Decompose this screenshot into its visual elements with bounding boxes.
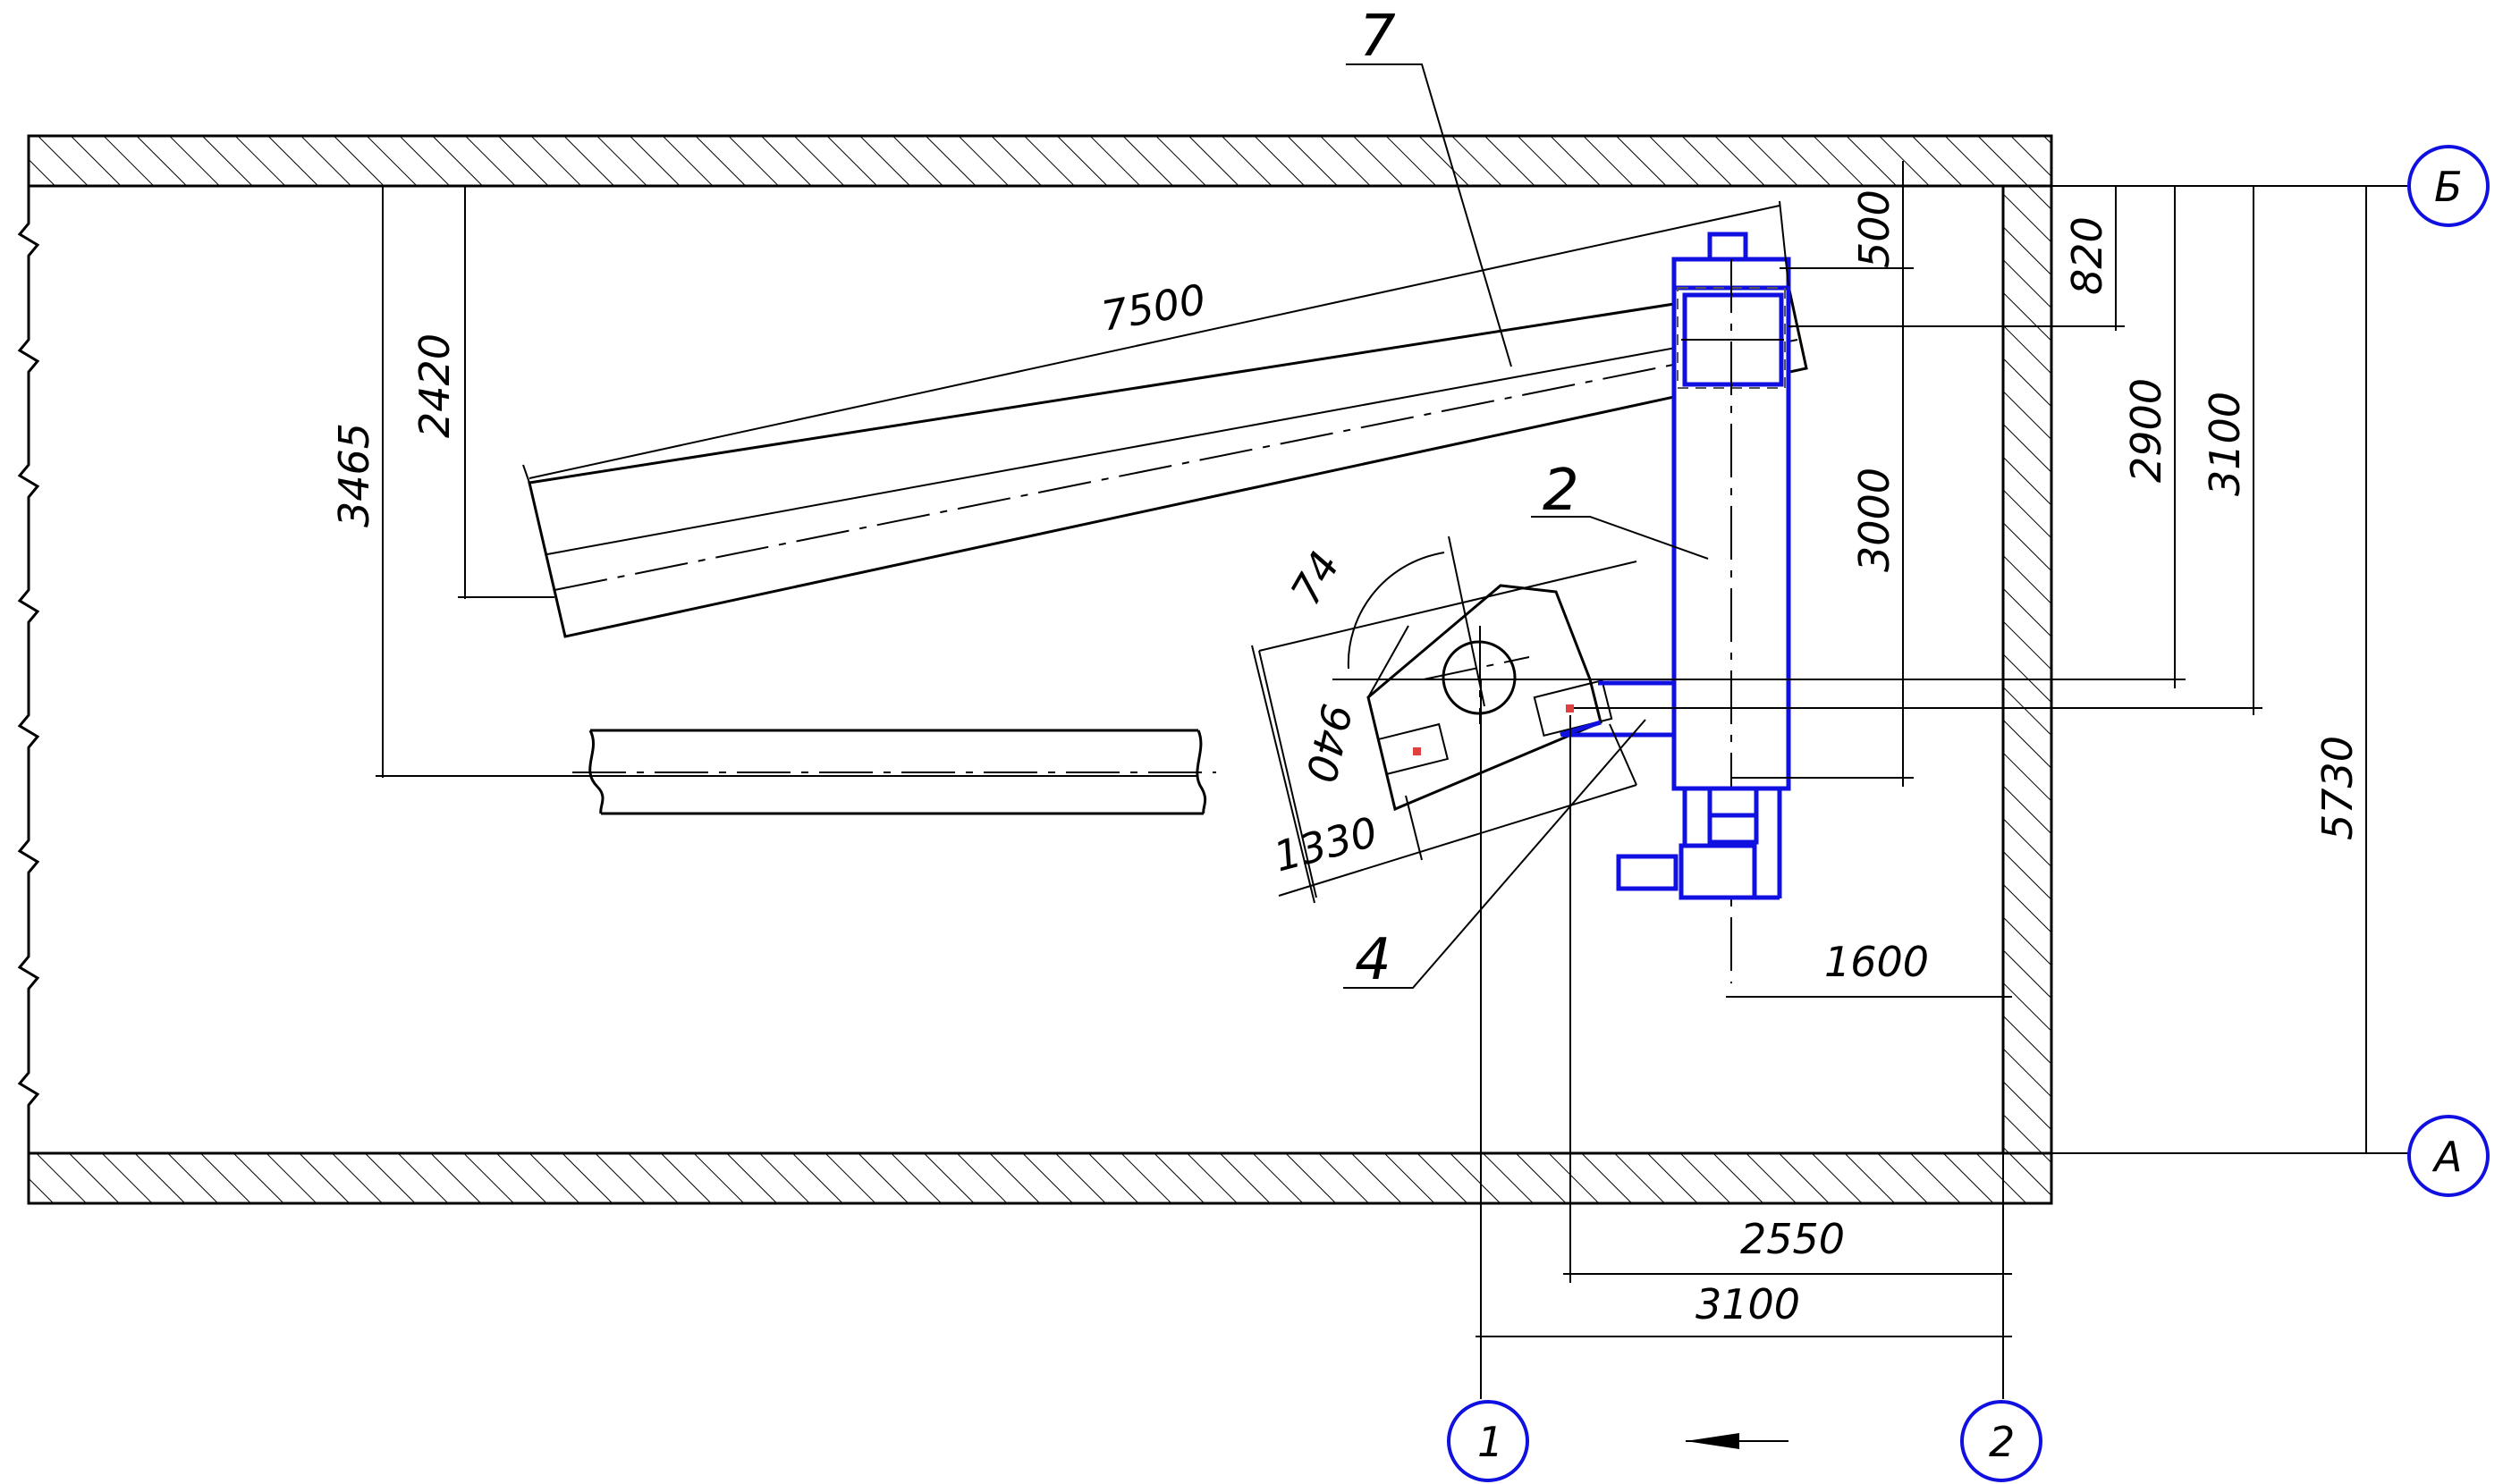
axis-2-label: 2 — [1989, 1418, 2015, 1466]
position-conveyor: 7 — [1359, 4, 1396, 70]
position-labels: 7 2 4 — [1355, 4, 1579, 993]
dim-3000: 3000 — [1850, 468, 1898, 572]
dim-5730: 5730 — [2313, 736, 2362, 840]
axis-b-label: Б — [2434, 163, 2463, 211]
axis-1-label: 1 — [1477, 1418, 1503, 1466]
marker-right — [1566, 704, 1574, 712]
horizontal-conveyor — [572, 729, 1216, 815]
dimension-texts: 7500 2420 3465 500 3000 820 2900 3100 57… — [330, 190, 2362, 1328]
dim-3100-horizontal: 3100 — [1695, 1280, 1800, 1328]
left-break-line — [17, 186, 40, 1153]
bucket-elevator — [1616, 232, 1791, 983]
dim-1330: 1330 — [1269, 807, 1383, 881]
axis-a-label: А — [2431, 1133, 2462, 1181]
dim-500: 500 — [1850, 190, 1898, 268]
dimension-lines — [376, 63, 2367, 1337]
bottom-wall — [27, 1151, 2053, 1205]
axis-lines — [1480, 185, 2409, 1399]
axis-2-circle — [1960, 1400, 2042, 1482]
top-wall — [27, 134, 2053, 188]
dim-1600: 1600 — [1824, 938, 1929, 986]
right-wall — [2001, 184, 2053, 1155]
dim-2550: 2550 — [1740, 1215, 1845, 1263]
dim-conveyor-length: 7500 — [1098, 274, 1210, 341]
dim-3100-vertical: 3100 — [2201, 392, 2249, 496]
hopper-feeder — [1366, 584, 1672, 812]
axis-a-circle — [2407, 1115, 2490, 1197]
dim-2900: 2900 — [2122, 378, 2170, 483]
position-hopper: 4 — [1355, 927, 1391, 993]
axis-markers: Б А 1 2 — [1447, 145, 2490, 1482]
marker-left — [1413, 747, 1421, 755]
dim-2420: 2420 — [410, 333, 459, 438]
position-elevator: 2 — [1543, 458, 1579, 524]
axis-1-circle — [1447, 1400, 1529, 1482]
dim-940: 940 — [1297, 700, 1361, 788]
inclined-conveyor — [528, 284, 1808, 638]
dim-angle: 74 — [1281, 544, 1349, 613]
direction-arrow — [1686, 1433, 1788, 1449]
dim-820: 820 — [2063, 216, 2111, 295]
axis-b-circle — [2407, 145, 2490, 227]
dim-3465: 3465 — [330, 423, 378, 527]
